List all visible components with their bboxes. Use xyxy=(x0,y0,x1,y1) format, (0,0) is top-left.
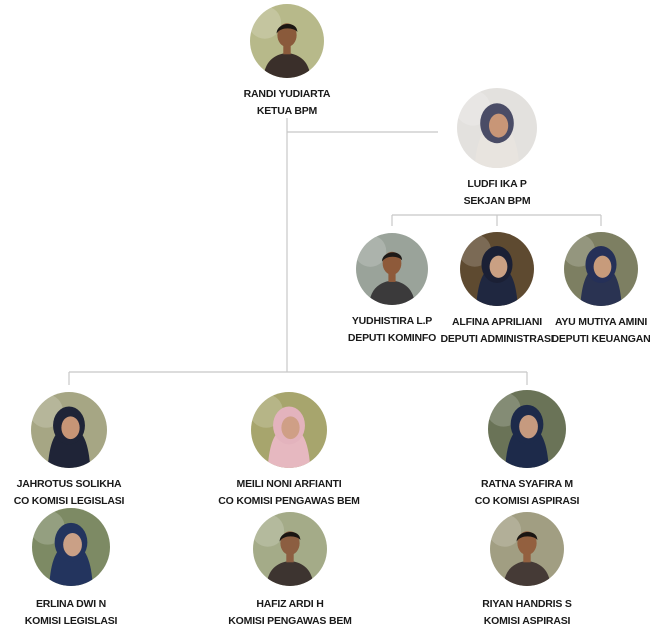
avatar-pengawas xyxy=(253,512,327,586)
portrait-photo xyxy=(250,4,324,78)
person-role: CO KOMISI PENGAWAS BEM xyxy=(218,495,360,507)
person-name: HAFIZ ARDI H xyxy=(256,598,324,610)
avatar-aspirasi xyxy=(490,512,564,586)
person-name: JAHROTUS SOLIKHA xyxy=(16,478,122,490)
node-kominfo: YUDHISTIRA L.P DEPUTI KOMINFO xyxy=(302,233,482,347)
avatar-legislasi xyxy=(32,508,110,586)
person-name: RIYAN HANDRIS S xyxy=(482,598,572,610)
portrait-photo xyxy=(460,232,534,306)
person-role: CO KOMISI ASPIRASI xyxy=(474,495,580,507)
person-name: ALFINA APRILIANI xyxy=(452,316,542,328)
node-administrasi: ALFINA APRILIANI DEPUTI ADMINISTRASI xyxy=(407,232,587,348)
node-ketua: RANDI YUDIARTA KETUA BPM xyxy=(197,4,377,120)
node-sekjan: LUDFI IKA P SEKJAN BPM xyxy=(407,88,587,210)
avatar-sekjan xyxy=(457,88,537,168)
node-legislasi: ERLINA DWI N KOMISI LEGISLASI xyxy=(0,508,161,630)
portrait-photo xyxy=(488,390,566,468)
node-pengawas-co: MEILI NONI ARFIANTI CO KOMISI PENGAWAS B… xyxy=(199,392,379,510)
node-aspirasi: RIYAN HANDRIS S KOMISI ASPIRASI xyxy=(437,512,617,630)
avatar-aspirasi-co xyxy=(488,390,566,468)
person-role: SEKJAN BPM xyxy=(463,195,531,207)
avatar-kominfo xyxy=(356,233,428,305)
portrait-photo xyxy=(564,232,638,306)
person-role: DEPUTI KOMINFO xyxy=(347,332,437,344)
portrait-photo xyxy=(31,392,107,468)
person-name: RANDI YUDIARTA xyxy=(243,88,331,100)
connector-group xyxy=(68,118,602,385)
node-legislasi-co: JAHROTUS SOLIKHA CO KOMISI LEGISLASI xyxy=(0,392,159,510)
avatar-keuangan xyxy=(564,232,638,306)
portrait-photo xyxy=(253,512,327,586)
person-role: KOMISI LEGISLASI xyxy=(24,615,118,627)
person-role: KOMISI ASPIRASI xyxy=(483,615,571,627)
person-name: ERLINA DWI N xyxy=(35,598,107,610)
person-name: YUDHISTIRA L.P xyxy=(351,315,433,327)
portrait-photo xyxy=(32,508,110,586)
person-role: CO KOMISI LEGISLASI xyxy=(13,495,125,507)
person-name: AYU MUTIYA AMINI xyxy=(554,316,648,328)
node-pengawas: HAFIZ ARDI H KOMISI PENGAWAS BEM xyxy=(200,512,380,630)
person-name: RATNA SYAFIRA M xyxy=(481,478,573,490)
portrait-photo xyxy=(457,88,537,168)
avatar-ketua xyxy=(250,4,324,78)
avatar-pengawas-co xyxy=(251,392,327,468)
person-role: DEPUTI KEUANGAN xyxy=(551,333,651,345)
person-role: DEPUTI ADMINISTRASI xyxy=(440,333,554,345)
portrait-photo xyxy=(356,233,428,305)
portrait-photo xyxy=(251,392,327,468)
portrait-photo xyxy=(490,512,564,586)
node-aspirasi-co: RATNA SYAFIRA M CO KOMISI ASPIRASI xyxy=(437,390,617,510)
avatar-legislasi-co xyxy=(31,392,107,468)
node-keuangan: AYU MUTIYA AMINI DEPUTI KEUANGAN xyxy=(511,232,657,348)
person-role: KOMISI PENGAWAS BEM xyxy=(228,615,352,627)
person-role: KETUA BPM xyxy=(256,105,318,117)
avatar-administrasi xyxy=(460,232,534,306)
person-name: MEILI NONI ARFIANTI xyxy=(236,478,342,490)
person-name: LUDFI IKA P xyxy=(467,178,527,190)
